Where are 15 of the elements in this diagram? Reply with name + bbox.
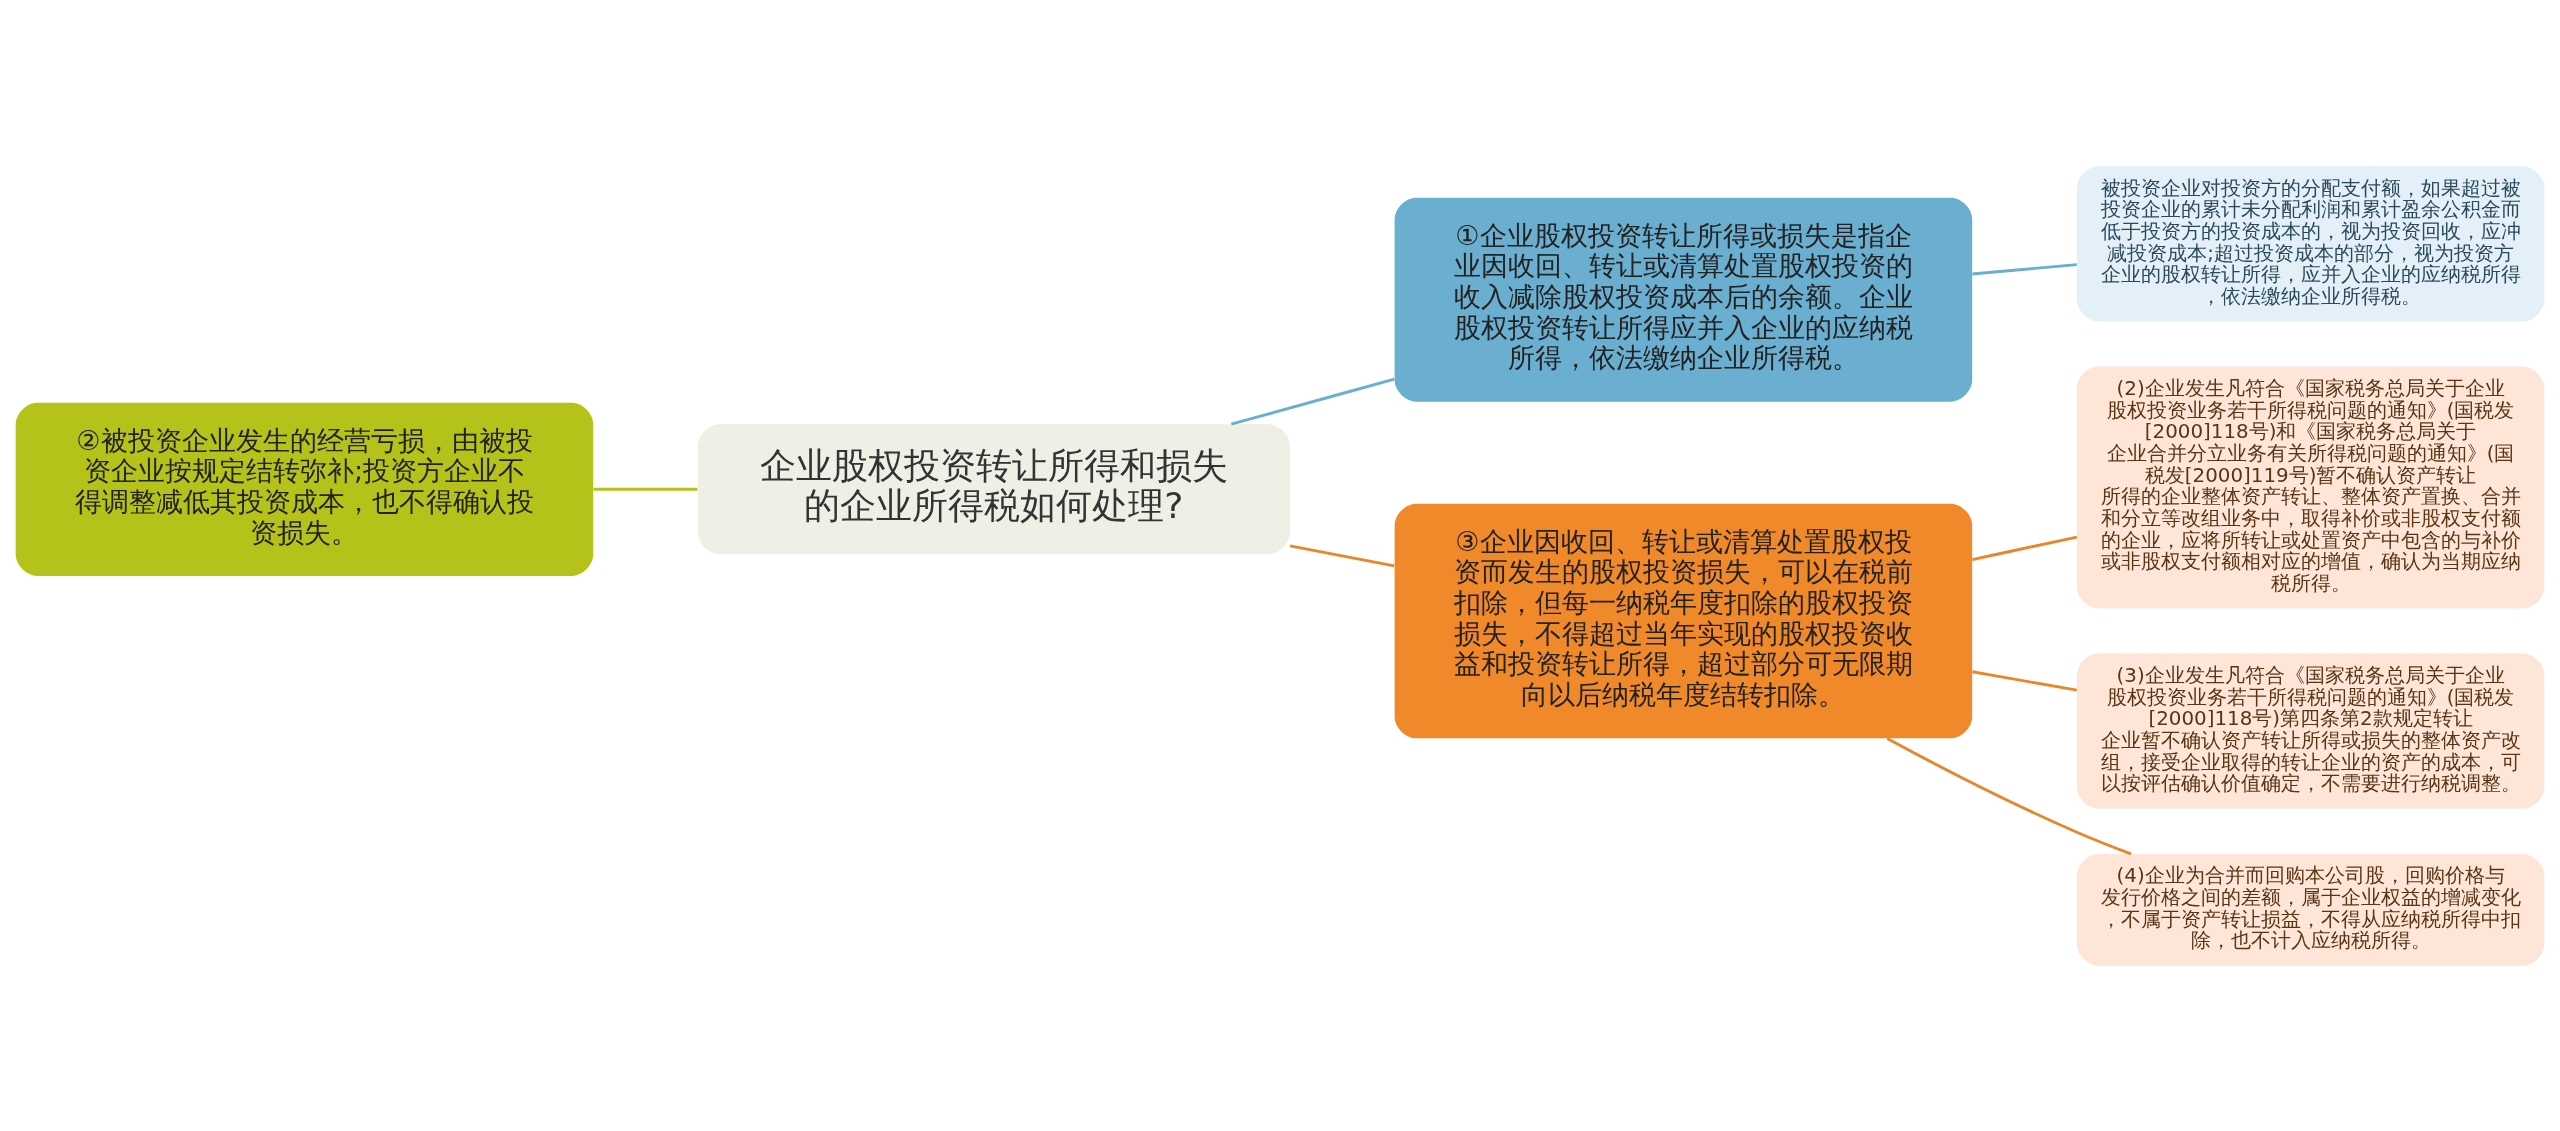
node-box: ①企业股权投资转让所得或损失是指企业因收回、转让或清算处置股权投资的收入减除股权投资成本后的余额。企业股权投资转让所得应并入企业的应纳税所得，依法缴纳企业所得税。: [1394, 197, 1973, 402]
connector: [1972, 669, 2078, 692]
connector: [1289, 543, 1395, 567]
node-box: (3)企业发生凡符合《国家税务总局关于企业股权投资业务若干所得税问题的通知》(国税发[2000]118号)第四条第2款规定转让企业暂不确认资产转让所得或损失的整体资产改组，接受企业取得的转让企业的资产的成本，可以按评估确认价值确定，不需要进行纳税调整。: [2076, 653, 2545, 809]
connector: [593, 487, 698, 491]
connector: [1972, 262, 2077, 275]
connector: [1886, 736, 2132, 855]
node-box: ③企业因收回、转让或清算处置股权投资而发生的股权投资损失，可以在税前扣除，但每一纳税年度扣除的股权投资损失，不得超过当年实现的股权投资收益和投资转让所得，超过部分可无限期向以后纳税年度结转扣除。: [1394, 503, 1973, 738]
connector: [1230, 377, 1395, 426]
node-box: 被投资企业对投资方的分配支付额，如果超过被投资企业的累计未分配利润和累计盈余公积金而低于投资方的投资成本的，视为投资回收，应冲减投资成本;超过投资成本的部分，视为投资方企业的股权转让所得，应并入企业的应纳税所得，依法缴纳企业所得税。: [2076, 165, 2545, 321]
node-box: (4)企业为合并而回购本公司股，回购价格与发行价格之间的差额，属于企业权益的增减变化，不属于资产转让损益，不得从应纳税所得中扣除，也不计入应纳税所得。: [2076, 853, 2545, 966]
node-box: (2)企业发生凡符合《国家税务总局关于企业股权投资业务若干所得税问题的通知》(国税发[2000]118号)和《国家税务总局关于企业合并分立业务有关所得税问题的通知》(国税发[2000]119号)暂不确认资产转让所得的企业整体资产转让、整体资产置换、合并和分立等改组业务中，取得补价或非股权支付额的企业，应将所转让或处置资产中包含的与补价或非股权支付额相对应的增值，确认为当期应纳税所得。: [2076, 366, 2545, 608]
connector: [1972, 535, 2078, 561]
node-box: ②被投资企业发生的经营亏损，由被投资企业按规定结转弥补;投资方企业不得调整减低其投资成本，也不得确认投资损失。: [15, 402, 594, 576]
node-box: 企业股权投资转让所得和损失的企业所得税如何处理?: [697, 423, 1290, 554]
